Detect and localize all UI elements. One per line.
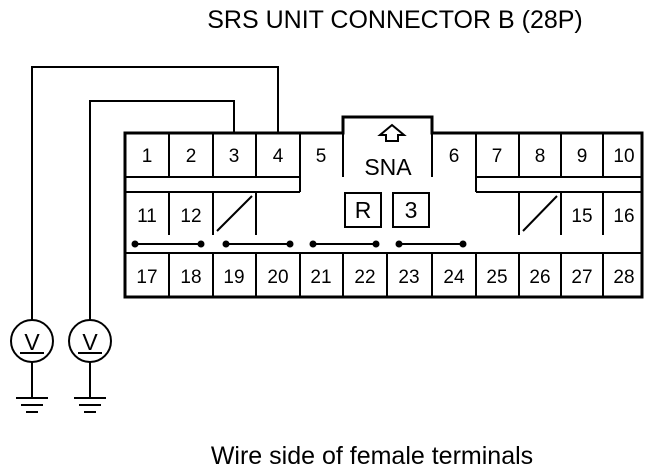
center-box-r-label: R bbox=[355, 197, 372, 223]
pin-1: 1 bbox=[142, 146, 153, 167]
pin-27: 27 bbox=[571, 267, 592, 288]
pin-11: 11 bbox=[137, 206, 157, 227]
pin-15: 15 bbox=[571, 206, 592, 227]
pin-17: 17 bbox=[136, 267, 157, 288]
pin-23: 23 bbox=[398, 267, 419, 288]
pin-9: 9 bbox=[577, 146, 588, 167]
voltmeter-icon: V bbox=[10, 319, 54, 363]
key-arrow-icon bbox=[377, 123, 407, 142]
center-box-3-label: 3 bbox=[405, 197, 418, 223]
pin-22: 22 bbox=[354, 267, 375, 288]
connector-outline bbox=[123, 115, 644, 299]
diagram-caption: Wire side of female terminals bbox=[211, 442, 533, 470]
ground-icon bbox=[16, 362, 48, 413]
pin-24: 24 bbox=[443, 267, 465, 288]
pin-5: 5 bbox=[316, 146, 327, 167]
pin-8: 8 bbox=[535, 146, 546, 167]
pin-19: 19 bbox=[223, 267, 244, 288]
voltmeter-icon: V bbox=[68, 319, 112, 363]
pin-28: 28 bbox=[613, 267, 634, 288]
pin-12: 12 bbox=[180, 206, 201, 227]
empty-cavity-slash bbox=[216, 195, 253, 232]
pin-16: 16 bbox=[613, 206, 634, 227]
pin-18: 18 bbox=[180, 267, 201, 288]
empty-cavity-slash bbox=[522, 195, 558, 232]
center-label: SNA bbox=[364, 154, 412, 180]
pin-3: 3 bbox=[229, 146, 240, 167]
probe-wire-pin-4 bbox=[31, 66, 279, 320]
center-box-3 bbox=[392, 192, 430, 228]
pin-6: 6 bbox=[449, 146, 460, 167]
diagram-title: SRS UNIT CONNECTOR B (28P) bbox=[207, 6, 583, 34]
pin-26: 26 bbox=[529, 267, 550, 288]
voltmeter-symbol: V bbox=[82, 329, 98, 355]
ground-icon bbox=[74, 362, 106, 413]
pin-4: 4 bbox=[273, 146, 284, 167]
pin-10: 10 bbox=[613, 146, 634, 167]
center-box-r bbox=[344, 192, 382, 228]
probe-wire-pin-3 bbox=[89, 100, 235, 320]
pin-25: 25 bbox=[486, 267, 507, 288]
pin-20: 20 bbox=[267, 267, 288, 288]
voltmeter-symbol: V bbox=[24, 329, 40, 355]
pin-21: 21 bbox=[310, 267, 331, 288]
pin-7: 7 bbox=[492, 146, 503, 167]
pin-2: 2 bbox=[186, 146, 197, 167]
